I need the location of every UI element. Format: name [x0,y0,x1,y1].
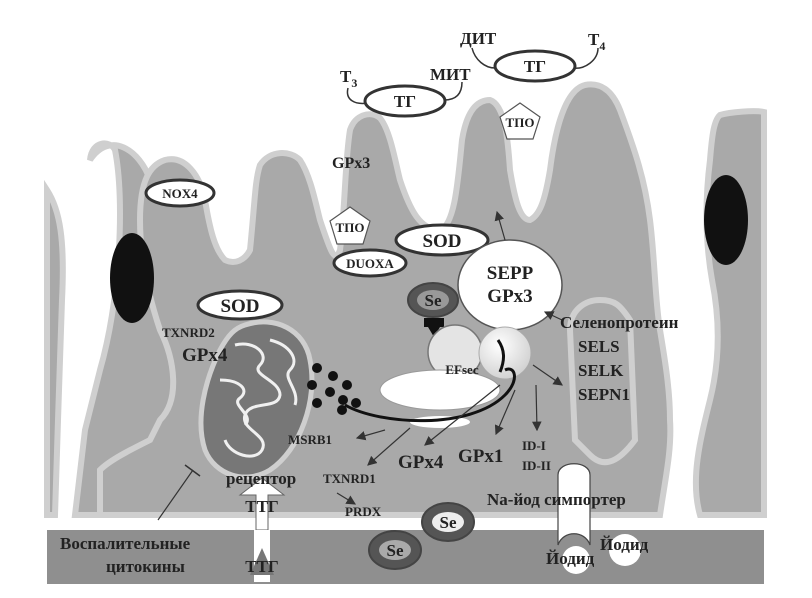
cytokine-inhibition-line [157,469,194,521]
sod-apical-oval [394,223,490,257]
arrow-to-txnrd1 [367,427,411,466]
mitochondrion [198,319,315,480]
nis-label: Na-йод симпортер [487,490,626,509]
dit-label: ДИТ [460,29,497,48]
selenoproteins-title: Селенопротеин [560,313,679,332]
nis-channel [557,463,591,546]
tpo-label: ТПО [336,220,365,235]
nucleus-left [110,233,154,323]
id2-label: ID-II [522,458,551,473]
gpx1-label: GPx1 [458,446,503,467]
mit-label: МИТ [430,65,471,84]
sod-mito-oval [196,289,284,321]
duoxa-oval [332,248,408,278]
tsh-blood-label: ТТГ [245,557,279,576]
iodide-label-1: Йодид [546,549,595,568]
cytokines-label-2: цитокины [106,557,185,576]
txnrd1-label: TXNRD1 [323,471,376,486]
thyroglobulin-left [363,84,447,118]
nox4-oval [144,178,216,208]
arrow-txnrd1-to-prdx [336,492,357,505]
sod-label: SOD [422,231,461,252]
iodide-circle-2 [609,534,641,566]
id1-label: ID-I [522,438,546,453]
se-blood-label-1: Se [440,513,457,532]
tg-right-label: ТГ [524,57,546,76]
gpx3-label: GPx3 [487,286,532,307]
mrna-strand [344,339,516,423]
basement-membrane [47,517,764,530]
se-blood-inner-2 [379,540,411,560]
cell-far-left [44,179,66,518]
tpo-apical-label: ТПО [506,115,535,130]
tsh-inside-label: ТТГ [245,497,279,516]
ribosome-large [379,369,501,411]
thyroglobulin-right [493,49,577,83]
tpo-shape [329,206,371,245]
cytokine-inhibition-bar [184,464,201,477]
sepp-gpx3-oval [457,239,563,331]
cytokines-label-1: Воспалительные [60,534,191,553]
se-trna-label: Se [425,291,442,310]
trna-connector [424,318,444,327]
tsh-blood-arrow [250,548,274,575]
nox4-label: NOX4 [162,186,198,201]
se-blood-label-2: Se [387,541,404,560]
arrow-to-selenoproteins [532,364,563,386]
txnrd2-label: TXNRD2 [162,325,215,340]
iodide-circle-1 [562,546,590,574]
sepn1-label: SEPN1 [578,385,630,404]
sels-label: SELS [578,337,620,356]
selk-label: SELK [578,361,624,380]
t4-label: T4 [588,30,605,53]
arrow-to-msrb1 [355,429,386,441]
sod-mito-label: SOD [220,296,259,317]
t3-label: T3 [340,67,357,90]
se-trna-inner [417,290,449,310]
msrb1-label: MSRB1 [288,432,332,447]
arrow-to-id [532,384,542,432]
se-blood-inner-1 [432,512,464,532]
tg-right-dit-link [471,47,496,69]
arrow-sepp-to-colloid [494,210,506,241]
cell-right [692,108,767,518]
selenium-dots [307,363,361,415]
arrow-to-gpx1 [494,389,516,436]
tg-left-mit-link [443,81,463,101]
arrow-to-gpx4 [424,384,501,446]
tg-left-label: ТГ [394,92,416,111]
efsec-label: EFsec [445,362,478,377]
nucleus-right [704,175,748,265]
receptor-label: рецептор [226,469,296,488]
gpx4-label: GPx4 [398,452,444,473]
gpx3-colloid-label: GPx3 [332,155,370,172]
tpo-apical-shape [499,102,541,140]
prdx-label: PRDX [345,504,382,519]
sepp-label: SEPP [487,263,534,284]
cell-inner-compartment [566,296,639,466]
ribosome-ball [478,326,532,380]
iodide-label-2: Йодид [600,535,649,554]
gpx4-mito-label: GPx4 [182,345,228,366]
duoxa-label: DUOXA [346,256,394,271]
arrow-selenoprotein-to-sepp [543,311,563,321]
